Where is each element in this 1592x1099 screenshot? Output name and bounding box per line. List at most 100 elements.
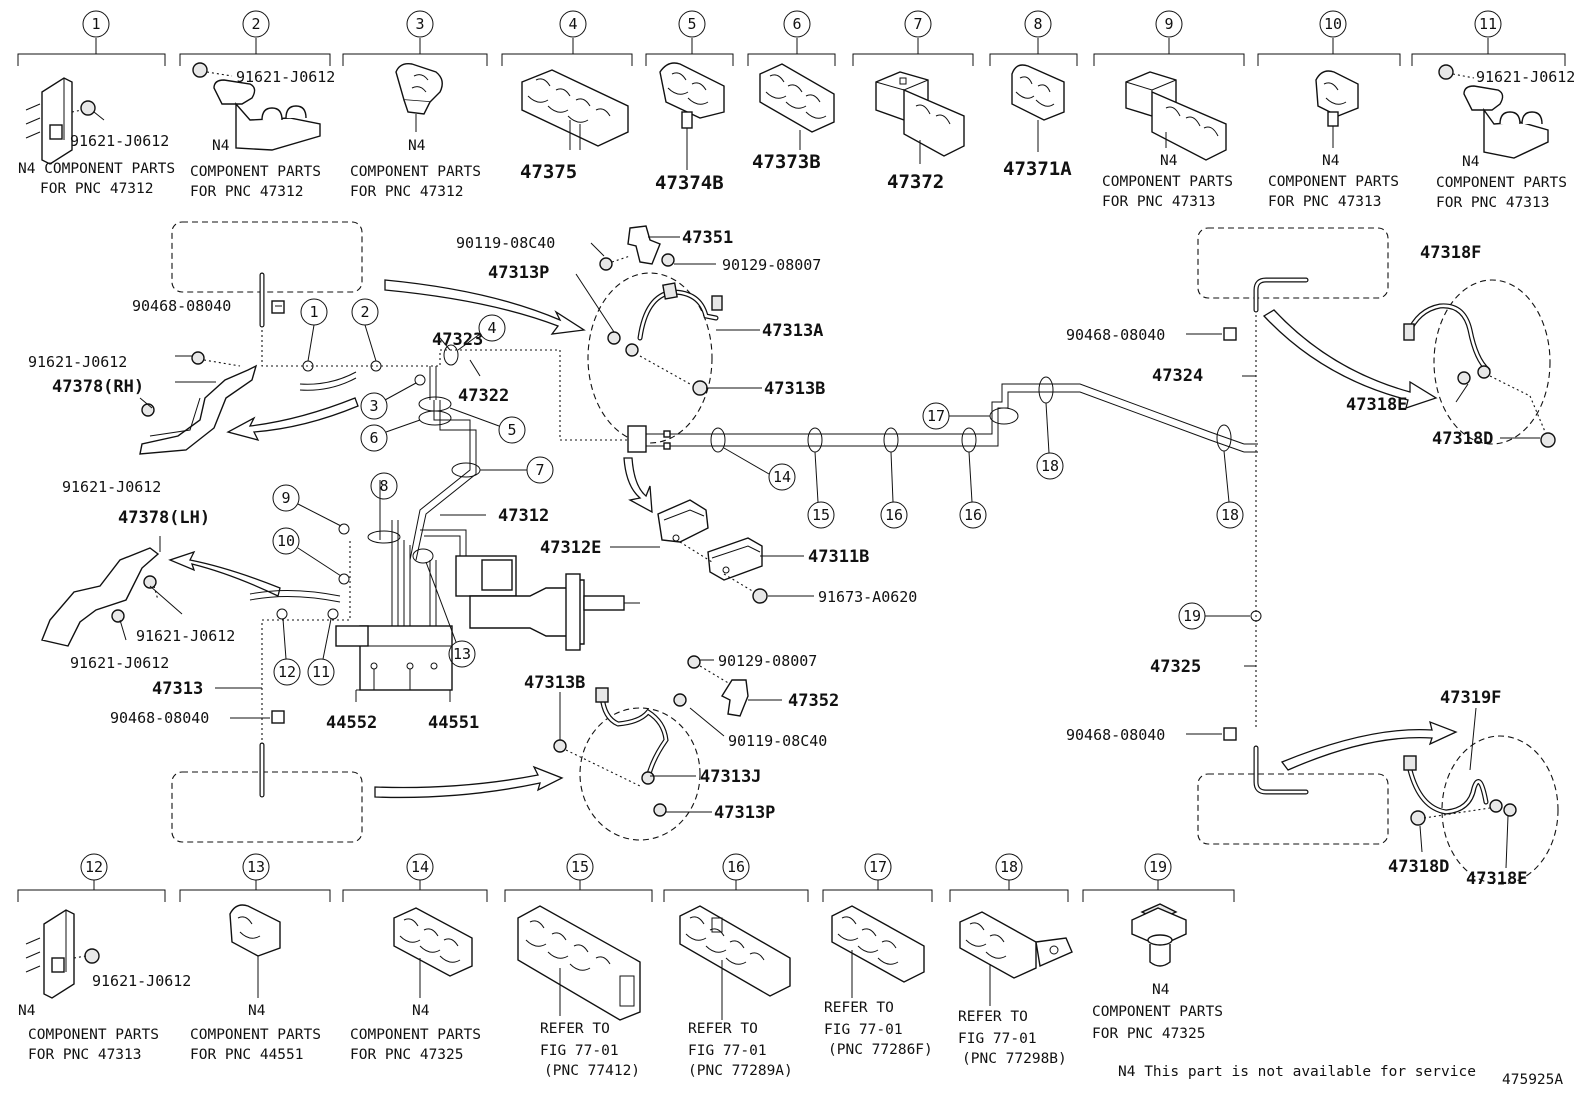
bracket-part-12-drawing xyxy=(25,909,100,999)
ref-18b-main: 18 xyxy=(1216,450,1244,529)
svg-text:9: 9 xyxy=(1164,15,1173,33)
svg-text:16: 16 xyxy=(727,858,745,876)
clamp-part-7-drawing xyxy=(875,71,965,164)
front-flex-hose-lh xyxy=(553,655,749,841)
svg-text:10: 10 xyxy=(277,532,295,550)
label-47318e-b: 47318E xyxy=(1466,869,1527,889)
bracket-part-1-drawing xyxy=(25,77,105,165)
label-47313: 47313 xyxy=(152,679,203,699)
bottom-n4-12: N4 xyxy=(18,1003,36,1019)
ref-6-main: 6 xyxy=(360,419,421,452)
bottom-n4-14: N4 xyxy=(412,1003,430,1019)
ref-16b-main: 16 xyxy=(959,451,987,529)
svg-text:6: 6 xyxy=(369,429,378,447)
top-ref-circle-3: 3 xyxy=(406,10,434,38)
label-47324: 47324 xyxy=(1152,366,1203,386)
bottom-note1-17: REFER TO xyxy=(824,1000,894,1016)
front-flex-hose-rh xyxy=(587,225,723,444)
bottom-note3-15: (PNC 77412) xyxy=(544,1063,640,1079)
bottom-ref-circle-15: 15 xyxy=(566,853,594,881)
label-47311b: 47311B xyxy=(808,547,869,567)
label-47313a: 47313A xyxy=(762,321,823,341)
bottom-ref-circle-13: 13 xyxy=(242,853,270,881)
top-ref-circle-9: 9 xyxy=(1155,10,1183,38)
label-47318d-b: 47318D xyxy=(1388,857,1449,877)
clamp-part-3-drawing xyxy=(395,62,443,132)
top-ref-circle-5: 5 xyxy=(678,10,706,38)
top-note2-9: FOR PNC 47313 xyxy=(1102,194,1216,210)
label-90468-08040-a: 90468-08040 xyxy=(132,297,231,315)
abs-actuator-drawing xyxy=(335,625,453,691)
label-47313p-b: 47313P xyxy=(714,803,775,823)
top-ref-circle-7: 7 xyxy=(904,10,932,38)
label-47312e: 47312E xyxy=(540,538,601,558)
ref-8-main: 8 xyxy=(370,472,398,500)
top-note2-10: FOR PNC 47313 xyxy=(1268,194,1382,210)
bottom-ref-circle-17: 17 xyxy=(864,853,892,881)
ref-9-main: 9 xyxy=(272,484,342,527)
ref-7-main: 7 xyxy=(480,456,554,484)
bottom-note2-12: FOR PNC 47313 xyxy=(28,1047,142,1063)
top-note2-1: FOR PNC 47312 xyxy=(40,181,154,197)
svg-text:9: 9 xyxy=(281,489,290,507)
bottom-note1-18: REFER TO xyxy=(958,1009,1028,1025)
clip-part-19-drawing xyxy=(1131,903,1187,967)
label-47318d-a: 47318D xyxy=(1432,429,1493,449)
top-ref-circle-1: 1 xyxy=(82,10,110,38)
ref-11-main: 11 xyxy=(307,618,335,686)
label-47378-rh: 47378(RH) xyxy=(52,377,144,397)
bracket-47312e-drawing xyxy=(657,499,709,543)
top-note1-3: COMPONENT PARTS xyxy=(350,164,481,180)
clamp-part-16-drawing xyxy=(679,905,791,1020)
top-note2-11: FOR PNC 47313 xyxy=(1436,195,1550,211)
label-47325: 47325 xyxy=(1150,657,1201,677)
top-note1-10: COMPONENT PARTS xyxy=(1268,174,1399,190)
svg-text:12: 12 xyxy=(278,663,296,681)
top-note1-2: COMPONENT PARTS xyxy=(190,164,321,180)
svg-text:2: 2 xyxy=(360,303,369,321)
three-way-union-drawing xyxy=(623,425,671,514)
bottom-ref-circle-16: 16 xyxy=(722,853,750,881)
clamp-part-9-drawing xyxy=(1125,71,1227,161)
center-leaders xyxy=(610,546,814,597)
top-note1-9: COMPONENT PARTS xyxy=(1102,174,1233,190)
label-47352: 47352 xyxy=(788,691,839,711)
bottom-pn-12: 91621-J0612 xyxy=(92,972,191,990)
ref-14-main: 14 xyxy=(723,447,796,491)
svg-text:8: 8 xyxy=(379,477,388,495)
label-47322: 47322 xyxy=(458,386,509,406)
footnote-n4: N4 This part is not available for servic… xyxy=(1118,1064,1476,1080)
label-44552: 44552 xyxy=(326,713,377,733)
svg-text:17: 17 xyxy=(927,407,945,425)
top-pn-7: 47372 xyxy=(887,171,944,193)
label-90119-08c40-b: 90119-08C40 xyxy=(728,732,827,750)
bottom-ref-circle-18: 18 xyxy=(995,853,1023,881)
label-91621-j0612-b: 91621-J0612 xyxy=(62,478,161,496)
label-90468-08040-d: 90468-08040 xyxy=(1066,726,1165,744)
label-47313j: 47313J xyxy=(700,767,761,787)
svg-text:7: 7 xyxy=(535,461,544,479)
label-91621-j0612-d: 91621-J0612 xyxy=(70,654,169,672)
ref-1-main: 1 xyxy=(300,298,328,362)
svg-text:7: 7 xyxy=(913,15,922,33)
front-rh-leaders xyxy=(575,236,762,389)
ref-12-main: 12 xyxy=(273,618,301,686)
clamp-part-14-drawing xyxy=(393,907,473,998)
label-90468-08040-c: 90468-08040 xyxy=(1066,326,1165,344)
bottom-ref-circle-12: 12 xyxy=(80,853,108,881)
clamp-part-8-drawing xyxy=(1011,64,1065,152)
label-90119-08c40-a: 90119-08C40 xyxy=(456,234,555,252)
top-n4-10: N4 xyxy=(1322,153,1340,169)
bottom-note1-16: REFER TO xyxy=(688,1021,758,1037)
top-pn-11: 91621-J0612 xyxy=(1476,68,1575,86)
top-note2-3: FOR PNC 47312 xyxy=(350,184,464,200)
diagram-id: 475925A xyxy=(1502,1072,1563,1088)
clamp-part-18-drawing xyxy=(959,911,1073,1006)
svg-text:16: 16 xyxy=(885,506,903,524)
svg-text:17: 17 xyxy=(869,858,887,876)
ref-5-main: 5 xyxy=(449,407,526,444)
bracket-47378-rh-drawing xyxy=(139,351,258,455)
ref-10-main: 10 xyxy=(272,527,342,577)
label-47351: 47351 xyxy=(682,228,733,248)
